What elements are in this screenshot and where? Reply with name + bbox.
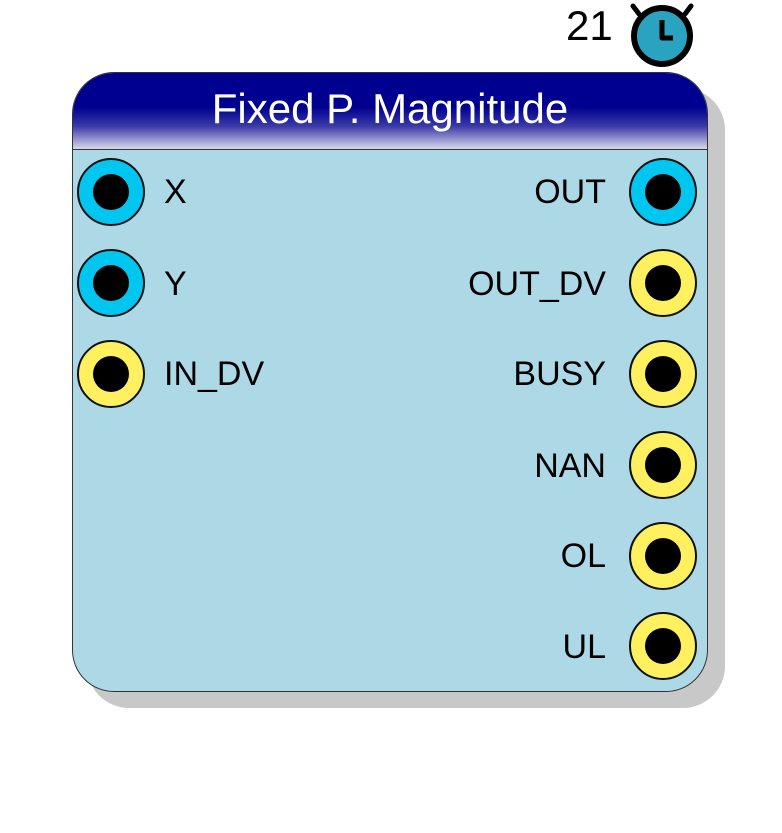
input-label-y: Y [164, 265, 187, 303]
output-port-out[interactable] [629, 158, 697, 226]
input-port-y[interactable] [77, 249, 145, 317]
timer-value: 21 [566, 2, 613, 49]
block-title-bar[interactable]: Fixed P. Magnitude [73, 73, 707, 150]
output-label-ul: UL [562, 628, 606, 666]
function-block[interactable]: Fixed P. Magnitude [72, 72, 708, 692]
output-port-busy[interactable] [629, 340, 697, 408]
output-port-ul[interactable] [629, 612, 697, 680]
block-title: Fixed P. Magnitude [211, 85, 569, 132]
output-port-nan[interactable] [629, 431, 697, 499]
output-label-ol: OL [560, 537, 606, 575]
output-port-out-dv[interactable] [629, 249, 697, 317]
stopwatch-icon [630, 3, 694, 67]
output-label-busy: BUSY [513, 355, 606, 393]
input-port-in-dv[interactable] [77, 340, 145, 408]
input-label-in-dv: IN_DV [164, 355, 265, 393]
output-label-nan: NAN [534, 447, 606, 485]
output-port-ol[interactable] [629, 522, 697, 590]
input-label-x: X [164, 173, 187, 211]
output-label-out: OUT [534, 173, 606, 211]
input-port-x[interactable] [77, 158, 145, 226]
output-label-out-dv: OUT_DV [468, 265, 606, 303]
